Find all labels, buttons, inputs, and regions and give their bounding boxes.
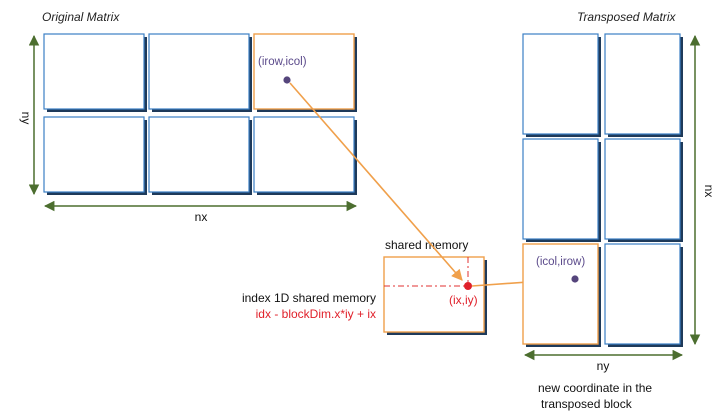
shared-memory-title: shared memory xyxy=(385,238,468,252)
original-block xyxy=(253,116,357,195)
source-to-shared-arrow xyxy=(289,82,463,281)
original-block xyxy=(148,116,252,195)
caption-line-1: new coordinate in the xyxy=(538,381,652,395)
original-ny-label: ny xyxy=(19,112,33,125)
transposed-block xyxy=(604,33,683,137)
original-nx-label: nx xyxy=(195,210,208,224)
original-matrix-grid xyxy=(43,33,357,195)
transposed-block xyxy=(522,138,601,242)
source-point-dot xyxy=(283,76,291,84)
target-point-dot xyxy=(571,275,579,283)
transposed-matrix-grid xyxy=(522,33,683,347)
transposed-block xyxy=(604,138,683,242)
transposed-block-highlighted xyxy=(522,243,601,347)
original-block xyxy=(43,33,147,112)
original-block xyxy=(43,116,147,195)
ix-iy-label: (ix,iy) xyxy=(449,293,478,307)
transposed-ny-label: ny xyxy=(597,359,610,373)
shared-memory-point-dot xyxy=(464,282,472,290)
shared-memory-block xyxy=(383,256,487,335)
icol-irow-label: (icol,irow) xyxy=(536,256,585,268)
original-block-highlighted xyxy=(253,33,357,112)
transposed-block xyxy=(522,33,601,137)
caption-line-2: transposed block xyxy=(541,397,633,411)
transposed-matrix-title: Transposed Matrix xyxy=(577,10,676,24)
original-matrix-title: Original Matrix xyxy=(42,10,120,24)
original-block xyxy=(148,33,252,112)
transposed-block xyxy=(604,243,683,347)
transposed-nx-label: nx xyxy=(702,185,716,198)
irow-icol-label: (irow,icol) xyxy=(258,56,307,68)
index-1d-label: index 1D shared memory xyxy=(242,291,376,305)
index-formula: idx - blockDim.x*iy + ix xyxy=(256,307,376,321)
